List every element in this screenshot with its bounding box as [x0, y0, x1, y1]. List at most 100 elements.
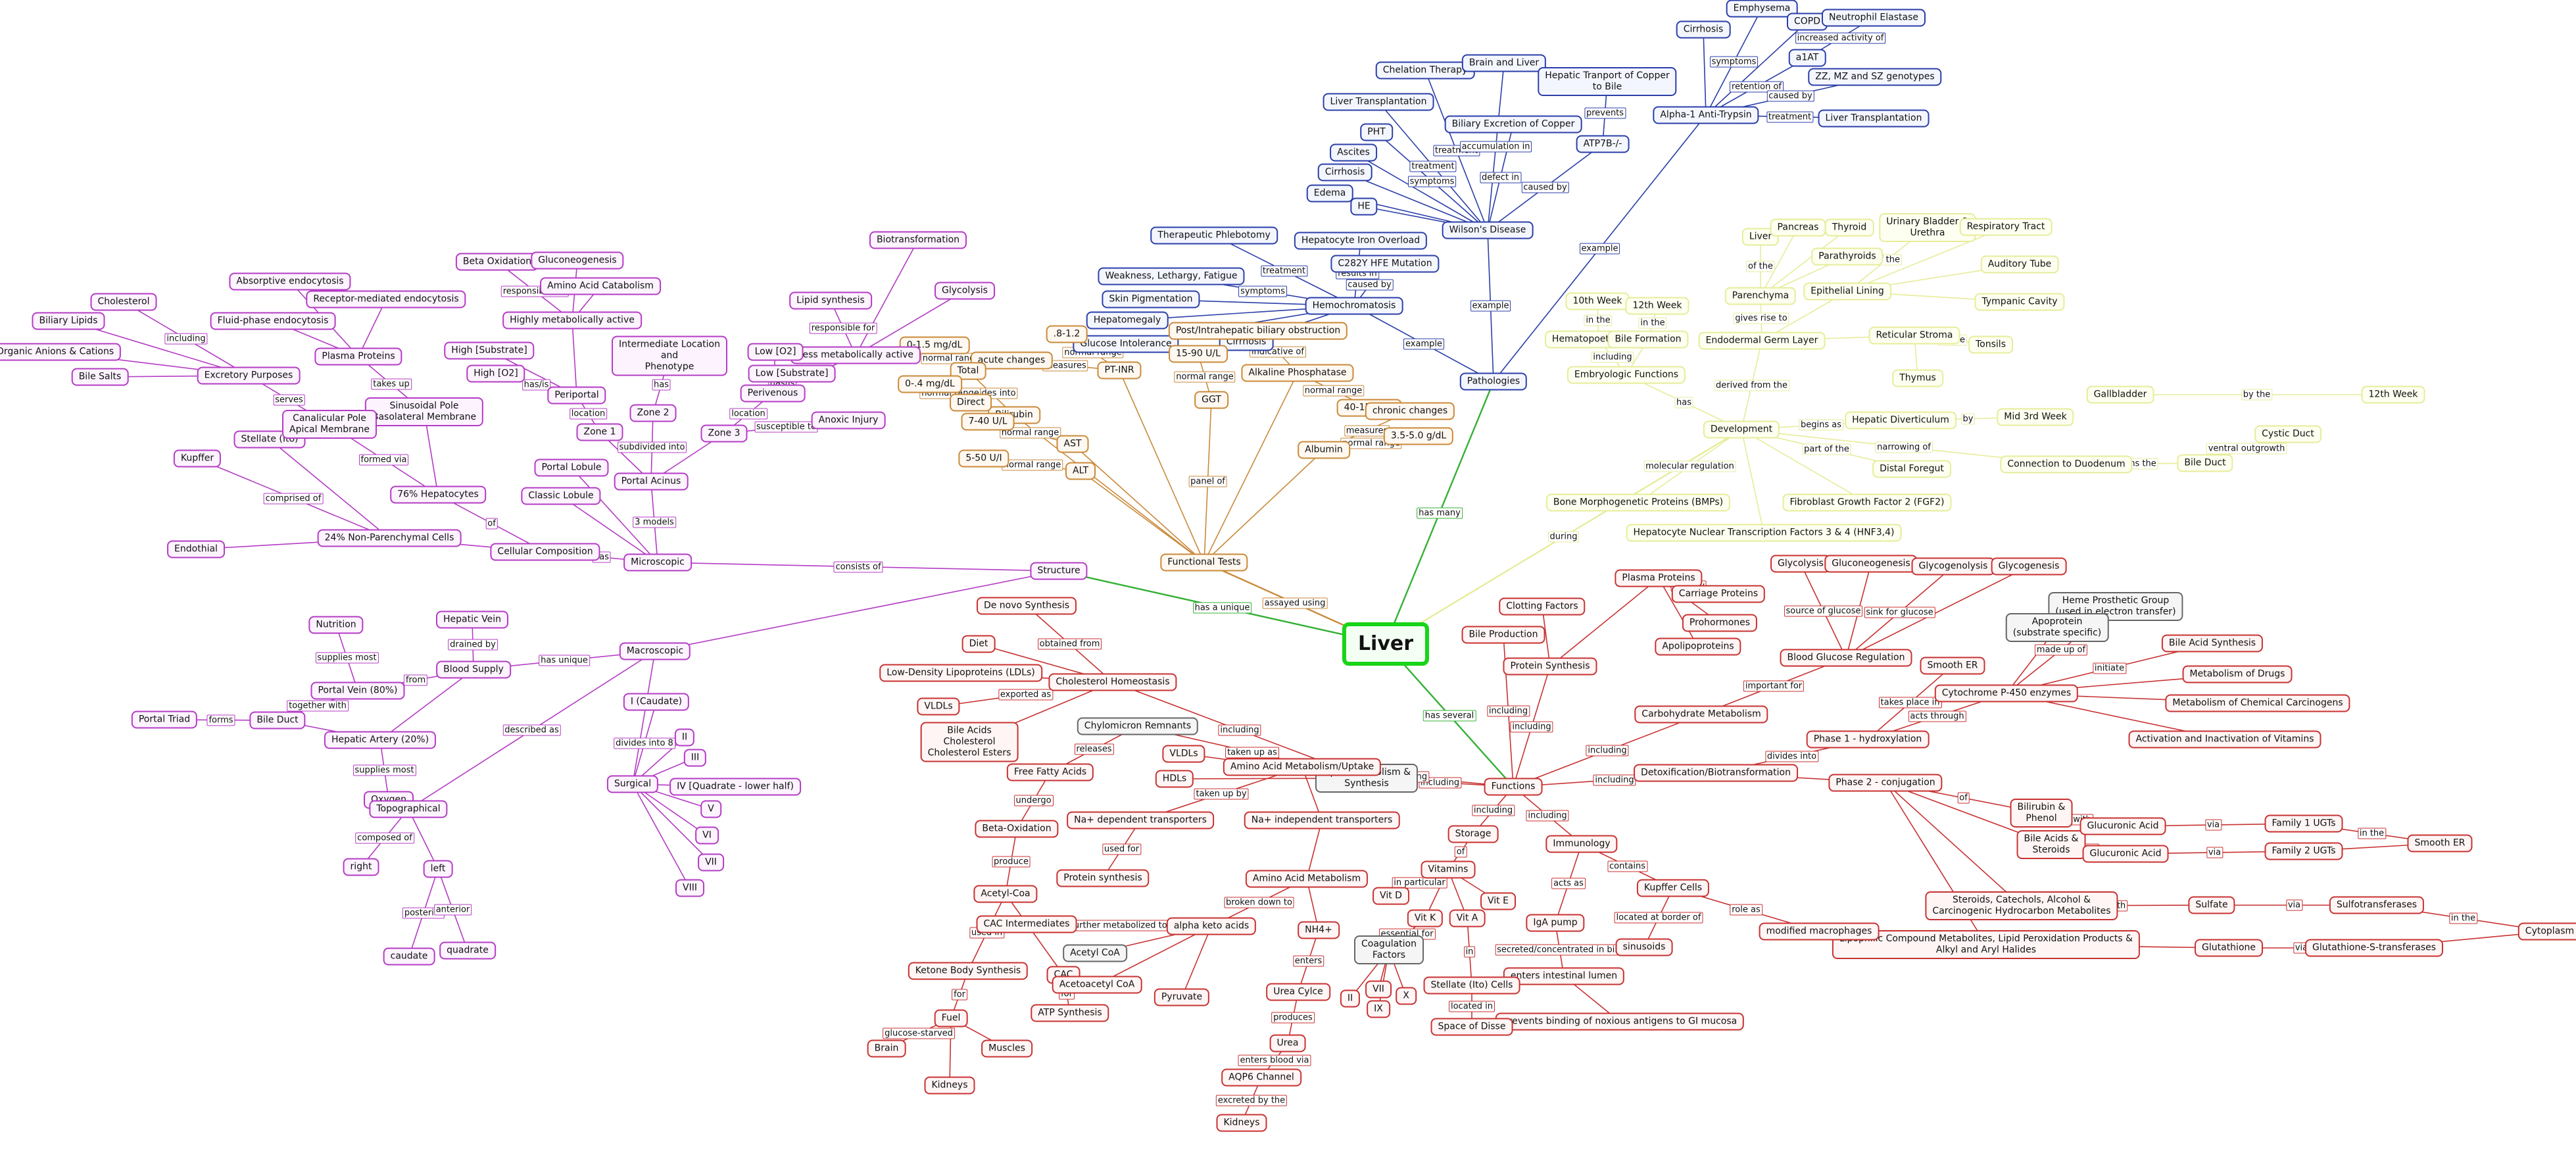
- node-bile-salts[interactable]: Bile Salts: [71, 368, 129, 386]
- node-structure[interactable]: Structure: [1030, 562, 1088, 580]
- node-w10[interactable]: 10th Week: [1565, 292, 1630, 310]
- node-high-o2[interactable]: High [O2]: [466, 364, 525, 383]
- node-cf7[interactable]: VII: [1365, 980, 1392, 999]
- node-glycogenesis[interactable]: Glycogenesis: [1991, 557, 2067, 576]
- node-pancreas[interactable]: Pancreas: [1770, 218, 1826, 237]
- node-urea-cycle[interactable]: Urea Cylce: [1266, 983, 1330, 1001]
- node-protein-synth[interactable]: Protein Synthesis: [1503, 657, 1597, 676]
- node-r8-12[interactable]: .8-1.2: [1046, 325, 1088, 343]
- node-na-dep[interactable]: Na+ dependent transporters: [1067, 811, 1214, 830]
- node-hemochromatosis[interactable]: Hemochromatosis: [1305, 297, 1403, 315]
- node-left[interactable]: left: [423, 860, 453, 878]
- node-parenchyma[interactable]: Parenchyma: [1724, 287, 1797, 305]
- node-alpha-keto[interactable]: alpha keto acids: [1166, 917, 1257, 935]
- node-aa-metab[interactable]: Amino Acid Metabolism: [1245, 870, 1369, 888]
- node-seg2[interactable]: II: [674, 728, 695, 747]
- node-glycolysis-r[interactable]: Glycolysis: [1770, 555, 1831, 573]
- node-blood-supply[interactable]: Blood Supply: [436, 660, 511, 679]
- node-cirrhosis1[interactable]: Cirrhosis: [1317, 163, 1373, 182]
- node-seg3[interactable]: III: [683, 749, 707, 767]
- node-metab-chem[interactable]: Metabolism of Chemical Carcinogens: [2165, 694, 2350, 712]
- node-npc24[interactable]: 24% Non-Parenchymal Cells: [317, 529, 462, 547]
- node-surgical[interactable]: Surgical: [606, 775, 659, 793]
- node-low-sub[interactable]: Low [Substrate]: [748, 364, 836, 383]
- node-acetoacetyl[interactable]: Acetoacetyl CoA: [1052, 976, 1142, 994]
- node-vitk[interactable]: Vit K: [1407, 909, 1444, 928]
- node-seg5[interactable]: V: [700, 800, 721, 818]
- node-ptinr[interactable]: PT-INR: [1097, 361, 1142, 380]
- node-apoprotein[interactable]: Apoprotein(substrate specific): [2005, 613, 2109, 642]
- node-glucuronic2[interactable]: Glucuronic Acid: [2082, 845, 2169, 863]
- node-bg-reg[interactable]: Blood Glucose Regulation: [1780, 649, 1912, 667]
- node-periportal[interactable]: Periportal: [547, 386, 606, 405]
- node-carb-metab[interactable]: Carbohydrate Metabolism: [1634, 705, 1768, 724]
- node-gluconeo-r[interactable]: Gluconeogenesis: [1824, 555, 1918, 573]
- node-portal-vein[interactable]: Portal Vein (80%): [310, 682, 405, 700]
- node-ast[interactable]: AST: [1056, 435, 1089, 453]
- node-direct[interactable]: Direct: [950, 393, 992, 412]
- node-less-active[interactable]: Less metabolically active: [790, 346, 921, 364]
- node-u5-50[interactable]: 5-50 U/I: [958, 449, 1009, 468]
- node-liver-y[interactable]: Liver: [1741, 228, 1780, 246]
- node-aa-uptake[interactable]: Amino Acid Metabolism/Uptake: [1223, 758, 1382, 776]
- node-vitd[interactable]: Vit D: [1373, 887, 1409, 905]
- node-sulfate[interactable]: Sulfate: [2188, 896, 2235, 914]
- node-edema[interactable]: Edema: [1306, 184, 1353, 203]
- node-fluid-phase[interactable]: Fluid-phase endocytosis: [210, 312, 336, 330]
- node-vite[interactable]: Vit E: [1480, 892, 1516, 910]
- node-ugt2[interactable]: Family 2 UGTs: [2264, 842, 2343, 860]
- node-functional-tests[interactable]: Functional Tests: [1160, 553, 1248, 572]
- node-embryologic[interactable]: Embryologic Functions: [1567, 366, 1686, 384]
- node-fgf2[interactable]: Fibroblast Growth Factor 2 (FGF2): [1782, 493, 1952, 512]
- node-neutrophil[interactable]: Neutrophil Elastase: [1821, 9, 1926, 27]
- node-liver-transplant1[interactable]: Liver Transplantation: [1323, 93, 1434, 111]
- node-hep-iron[interactable]: Hepatocyte Iron Overload: [1294, 232, 1428, 250]
- node-steroids[interactable]: Steroids, Catechols, Alcohol &Carcinogen…: [1925, 891, 2118, 920]
- node-tonsils[interactable]: Tonsils: [1968, 335, 2013, 354]
- node-anoxic[interactable]: Anoxic Injury: [811, 411, 886, 430]
- node-cellular[interactable]: Cellular Composition: [490, 543, 600, 561]
- node-total[interactable]: Total: [950, 362, 986, 380]
- node-portal-acinus[interactable]: Portal Acinus: [614, 472, 689, 491]
- node-nh4[interactable]: NH4+: [1298, 921, 1340, 939]
- node-gallbladder[interactable]: Gallbladder: [2086, 385, 2154, 404]
- node-fuel[interactable]: Fuel: [934, 1009, 968, 1028]
- node-ldl[interactable]: Low-Density Lipoproteins (LDLs): [879, 664, 1042, 682]
- node-biliary-excretion[interactable]: Biliary Excretion of Copper: [1444, 115, 1582, 134]
- node-seg7[interactable]: VII: [698, 853, 724, 872]
- node-zone1[interactable]: Zone 1: [576, 423, 623, 441]
- node-lipid-synth[interactable]: Lipid synthesis: [789, 291, 872, 310]
- node-carriage[interactable]: Carriage Proteins: [1671, 585, 1766, 603]
- node-portal-lobule[interactable]: Portal Lobule: [534, 459, 609, 477]
- node-glucose-intol[interactable]: Glucose Intolerance: [1073, 335, 1179, 353]
- node-seg6[interactable]: VI: [695, 826, 719, 845]
- node-stellate-r[interactable]: Stellate (Ito) Cells: [1423, 976, 1520, 995]
- node-connection-duo[interactable]: Connection to Duodenum: [2000, 455, 2133, 474]
- node-vitamins[interactable]: Vitamins: [1421, 860, 1476, 879]
- node-immunology[interactable]: Immunology: [1545, 835, 1618, 853]
- node-acetyl-coa2[interactable]: Acetyl CoA: [1063, 944, 1127, 962]
- node-cholesterol-p[interactable]: Cholesterol: [90, 293, 157, 311]
- node-weakness[interactable]: Weakness, Lethargy, Fatigue: [1098, 267, 1245, 285]
- node-atp7b[interactable]: ATP7B-/-: [1576, 135, 1630, 153]
- node-prot-synth2[interactable]: Protein synthesis: [1056, 869, 1150, 887]
- node-ggt[interactable]: GGT: [1194, 391, 1228, 409]
- node-cirrhosis3[interactable]: Cirrhosis: [1676, 20, 1731, 39]
- node-bile-acids-ster[interactable]: Bile Acids &Steroids: [2016, 830, 2086, 859]
- node-topographical[interactable]: Topographical: [369, 800, 448, 818]
- node-cf2[interactable]: II: [1340, 989, 1361, 1008]
- node-activation-vit[interactable]: Activation and Inactivation of Vitamins: [2128, 730, 2321, 749]
- node-vldls1[interactable]: VLDLs: [917, 697, 960, 716]
- node-highly-active[interactable]: Highly metabolically active: [502, 311, 642, 330]
- node-ugt1[interactable]: Family 1 UGTs: [2264, 814, 2343, 833]
- node-right[interactable]: right: [343, 858, 379, 876]
- node-biliary-lipids[interactable]: Biliary Lipids: [32, 312, 105, 330]
- node-iga-pump[interactable]: IgA pump: [1526, 914, 1585, 932]
- node-wilsons[interactable]: Wilson's Disease: [1442, 221, 1534, 239]
- node-reticular[interactable]: Reticular Stroma: [1868, 326, 1960, 345]
- node-kupffer-r[interactable]: Kupffer Cells: [1636, 879, 1710, 897]
- node-zone2[interactable]: Zone 2: [629, 404, 677, 422]
- node-acute-changes[interactable]: acute changes: [970, 351, 1053, 370]
